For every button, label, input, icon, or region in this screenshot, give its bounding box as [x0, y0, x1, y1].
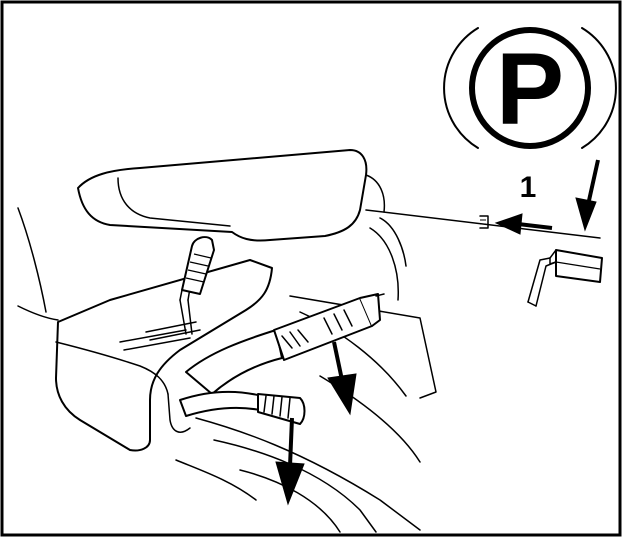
parking-brake-symbol-icon: P [444, 28, 616, 148]
step-inset: 1 [480, 160, 602, 306]
inset-down-arrow-icon [576, 160, 598, 230]
parking-letter: P [496, 32, 564, 146]
upper-down-arrow-icon [328, 342, 356, 414]
lower-down-arrow-icon [276, 418, 304, 504]
inset-release-button-icon [480, 216, 488, 228]
inset-lever-icon [528, 250, 602, 306]
step-number-label: 1 [520, 171, 537, 204]
